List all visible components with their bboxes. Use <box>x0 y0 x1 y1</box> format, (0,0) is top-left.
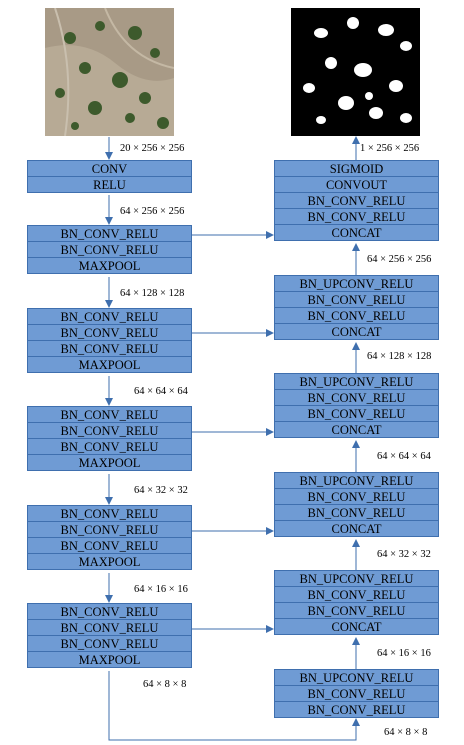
dim-label-dec4: 64 × 16 × 16 <box>377 648 431 659</box>
dim-label-enc3: 64 × 32 × 32 <box>134 485 188 496</box>
arrow-enc5-to-dec5 <box>108 671 360 741</box>
layer: MAXPOOL <box>27 356 192 373</box>
encoder-block-1: BN_CONV_RELU BN_CONV_RELU MAXPOOL <box>27 225 192 274</box>
layer: BN_CONV_RELU <box>27 635 192 652</box>
encoder-block-0: CONV RELU <box>27 160 192 193</box>
dim-label-enc4: 64 × 16 × 16 <box>134 584 188 595</box>
layer: BN_CONV_RELU <box>27 225 192 242</box>
layer: BN_CONV_RELU <box>27 438 192 455</box>
layer: RELU <box>27 176 192 193</box>
dim-label-enc0: 64 × 256 × 256 <box>120 206 185 217</box>
encoder-block-4: BN_CONV_RELU BN_CONV_RELU BN_CONV_RELU M… <box>27 505 192 570</box>
decoder-block-2: BN_UPCONV_RELU BN_CONV_RELU BN_CONV_RELU… <box>274 373 439 438</box>
dim-label-dec2: 64 × 64 × 64 <box>377 451 431 462</box>
layer: BN_CONV_RELU <box>27 537 192 554</box>
layer: BN_CONV_RELU <box>27 422 192 439</box>
encoder-block-2: BN_CONV_RELU BN_CONV_RELU BN_CONV_RELU M… <box>27 308 192 373</box>
layer: CONCAT <box>274 520 439 537</box>
layer: BN_CONV_RELU <box>27 521 192 538</box>
layer: BN_CONV_RELU <box>27 603 192 620</box>
layer: CONCAT <box>274 421 439 438</box>
encoder-block-3: BN_CONV_RELU BN_CONV_RELU BN_CONV_RELU M… <box>27 406 192 471</box>
layer: CONCAT <box>274 224 439 241</box>
layer: MAXPOOL <box>27 454 192 471</box>
layer: MAXPOOL <box>27 553 192 570</box>
decoder-block-0: SIGMOID CONVOUT BN_CONV_RELU BN_CONV_REL… <box>274 160 439 241</box>
output-mask-image <box>291 8 420 136</box>
layer: BN_CONV_RELU <box>27 241 192 258</box>
layer: CONV <box>27 160 192 177</box>
layer: BN_CONV_RELU <box>27 406 192 423</box>
input-satellite-image <box>45 8 174 136</box>
layer: MAXPOOL <box>27 651 192 668</box>
layer: MAXPOOL <box>27 257 192 274</box>
layer: BN_UPCONV_RELU <box>274 275 439 292</box>
dim-label-input: 20 × 256 × 256 <box>120 143 185 154</box>
layer: BN_CONV_RELU <box>274 685 439 702</box>
layer: SIGMOID <box>274 160 439 177</box>
dim-label-enc5: 64 × 8 × 8 <box>143 679 187 690</box>
layer: BN_CONV_RELU <box>274 504 439 521</box>
layer: BN_CONV_RELU <box>27 340 192 357</box>
layer: BN_UPCONV_RELU <box>274 373 439 390</box>
dim-label-dec0: 64 × 256 × 256 <box>367 254 432 265</box>
decoder-block-4: BN_UPCONV_RELU BN_CONV_RELU BN_CONV_RELU… <box>274 570 439 635</box>
layer: BN_CONV_RELU <box>274 307 439 324</box>
layer: BN_CONV_RELU <box>27 619 192 636</box>
dim-label-dec3: 64 × 32 × 32 <box>377 549 431 560</box>
dim-label-enc1: 64 × 128 × 128 <box>120 288 185 299</box>
layer: BN_CONV_RELU <box>274 208 439 225</box>
dim-label-output: 1 × 256 × 256 <box>360 143 420 154</box>
layer: BN_UPCONV_RELU <box>274 669 439 686</box>
layer: BN_CONV_RELU <box>274 405 439 422</box>
layer: BN_CONV_RELU <box>27 324 192 341</box>
layer: BN_CONV_RELU <box>274 192 439 209</box>
layer: BN_CONV_RELU <box>274 291 439 308</box>
layer: BN_UPCONV_RELU <box>274 570 439 587</box>
dim-label-dec1: 64 × 128 × 128 <box>367 351 432 362</box>
layer: CONCAT <box>274 618 439 635</box>
layer: CONVOUT <box>274 176 439 193</box>
decoder-block-5: BN_UPCONV_RELU BN_CONV_RELU BN_CONV_RELU <box>274 669 439 718</box>
dim-label-bottom: 64 × 8 × 8 <box>384 727 428 738</box>
layer: BN_CONV_RELU <box>27 308 192 325</box>
layer: BN_CONV_RELU <box>274 701 439 718</box>
layer: BN_CONV_RELU <box>274 389 439 406</box>
decoder-block-3: BN_UPCONV_RELU BN_CONV_RELU BN_CONV_RELU… <box>274 472 439 537</box>
dim-label-enc2: 64 × 64 × 64 <box>134 386 188 397</box>
encoder-block-5: BN_CONV_RELU BN_CONV_RELU BN_CONV_RELU M… <box>27 603 192 668</box>
layer: CONCAT <box>274 323 439 340</box>
decoder-block-1: BN_UPCONV_RELU BN_CONV_RELU BN_CONV_RELU… <box>274 275 439 340</box>
layer: BN_CONV_RELU <box>274 586 439 603</box>
layer: BN_CONV_RELU <box>274 488 439 505</box>
layer: BN_CONV_RELU <box>27 505 192 522</box>
layer: BN_UPCONV_RELU <box>274 472 439 489</box>
layer: BN_CONV_RELU <box>274 602 439 619</box>
